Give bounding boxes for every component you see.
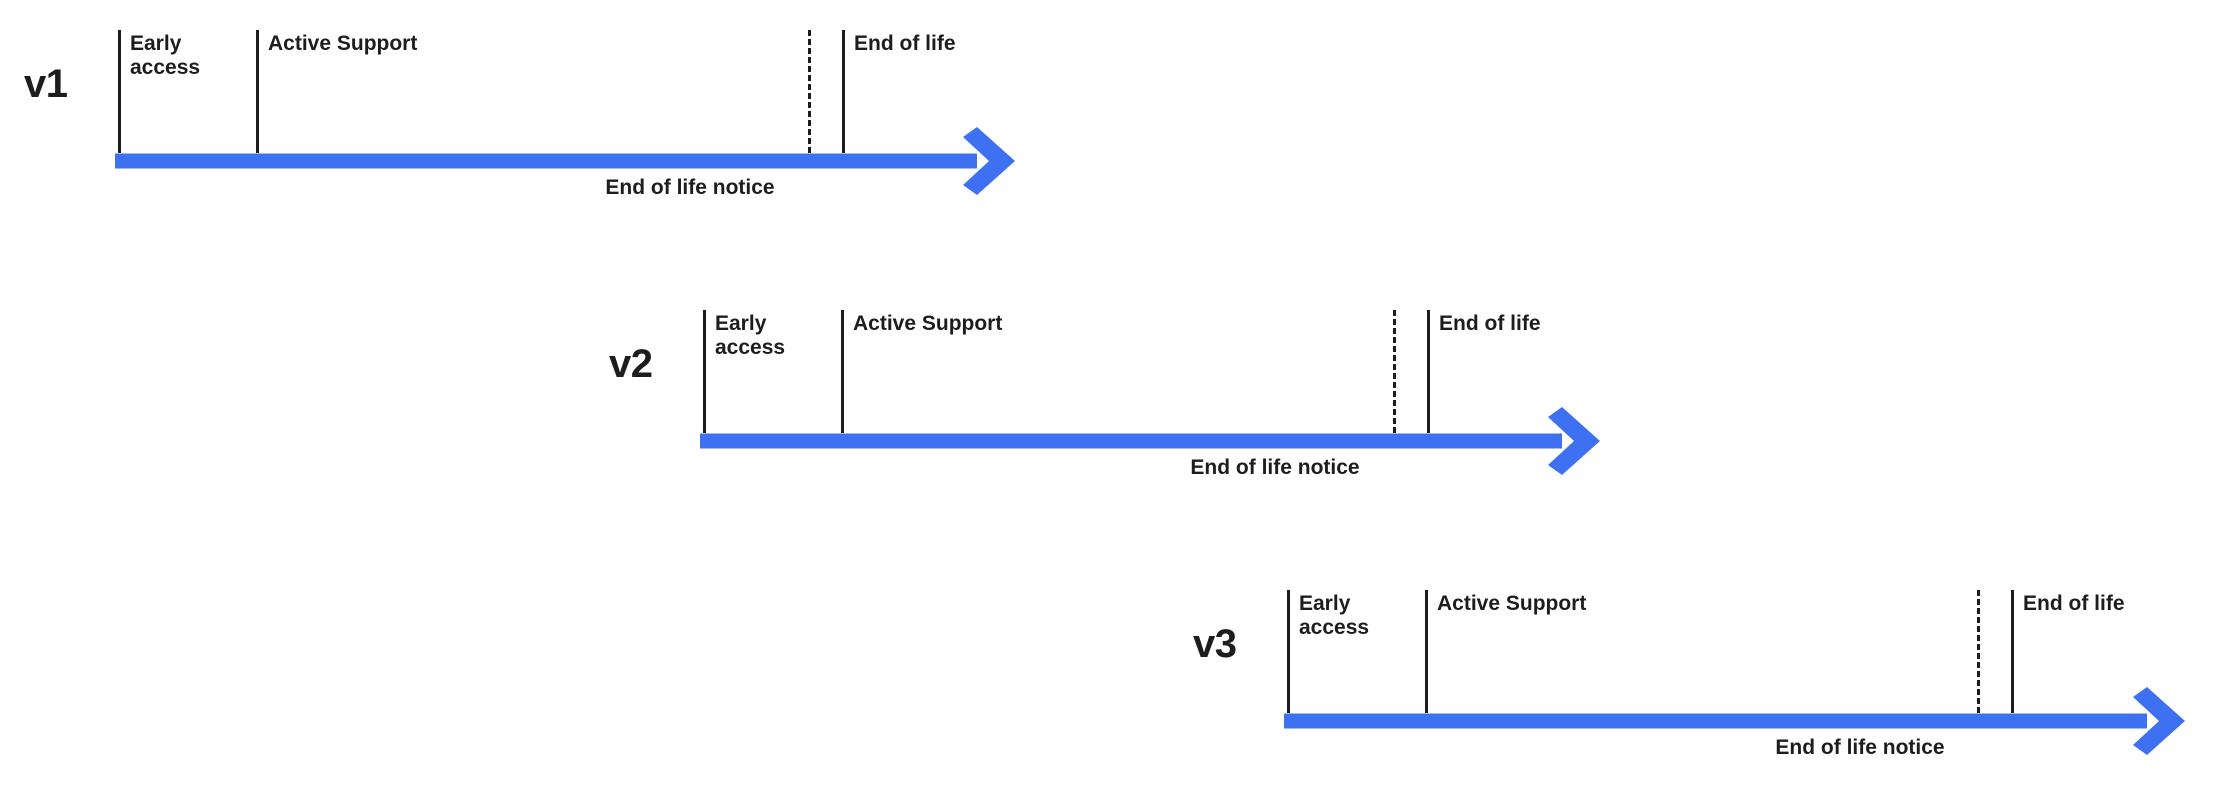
arrow-head-icon bbox=[1548, 406, 1600, 475]
lifecycle-arrow bbox=[1284, 686, 2185, 755]
end-of-life-notice-label: End of life notice bbox=[1190, 456, 1360, 479]
phase-divider-active-support bbox=[256, 30, 259, 153]
phase-label-2: Active Support bbox=[853, 312, 1003, 335]
eol-notice-divider bbox=[808, 30, 811, 153]
arrow-head-icon bbox=[963, 126, 1015, 195]
arrow-shaft bbox=[115, 153, 977, 168]
phase-divider-start bbox=[703, 310, 706, 433]
phase-divider-active-support bbox=[1425, 590, 1428, 713]
phase-label-1: Early access bbox=[130, 32, 201, 80]
phase-divider-start bbox=[1287, 590, 1290, 713]
arrow-head-icon bbox=[2133, 686, 2185, 755]
phase-divider-end-of-life bbox=[842, 30, 845, 153]
phase-divider-start bbox=[118, 30, 121, 153]
phase-label-1: Early access bbox=[715, 312, 786, 360]
version-label-v3: v3 bbox=[1193, 622, 1237, 666]
phase-divider-end-of-life bbox=[2011, 590, 2014, 713]
phase-label-2: Active Support bbox=[1437, 592, 1587, 615]
phase-divider-end-of-life bbox=[1427, 310, 1430, 433]
phase-divider-active-support bbox=[841, 310, 844, 433]
lifecycle-arrow bbox=[115, 126, 1015, 195]
phase-label-3: End of life bbox=[854, 32, 956, 55]
phase-label-1: Early access bbox=[1299, 592, 1370, 640]
arrow-shaft bbox=[700, 433, 1562, 448]
phase-label-3: End of life bbox=[2023, 592, 2125, 615]
end-of-life-notice-label: End of life notice bbox=[605, 176, 775, 199]
version-label-v1: v1 bbox=[24, 62, 68, 106]
version-label-v2: v2 bbox=[609, 342, 653, 386]
phase-label-3: End of life bbox=[1439, 312, 1541, 335]
eol-notice-divider bbox=[1393, 310, 1396, 433]
arrow-shaft bbox=[1284, 713, 2147, 728]
eol-notice-divider bbox=[1977, 590, 1980, 713]
phase-label-2: Active Support bbox=[268, 32, 418, 55]
end-of-life-notice-label: End of life notice bbox=[1775, 736, 1945, 759]
lifecycle-arrow bbox=[700, 406, 1600, 475]
